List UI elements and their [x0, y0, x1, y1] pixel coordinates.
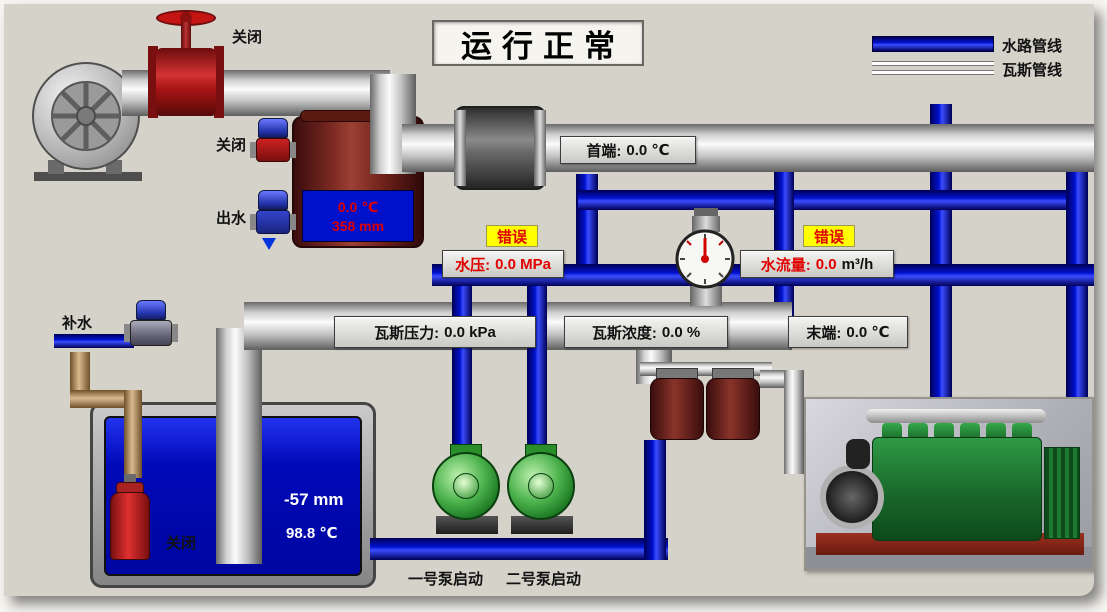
tail-end-readout: 末端: 0.0 ℃: [788, 316, 908, 348]
makeup-valve-flange: [170, 324, 178, 342]
water-pressure-label: 水压:: [455, 256, 491, 274]
seal-tank-display: 0.0 ℃ 358 mm: [302, 190, 414, 242]
water-flow-error-badge: 错误: [803, 225, 855, 247]
gas-concentration-readout: 瓦斯浓度: 0.0 %: [564, 316, 728, 348]
gas-concentration-value: 0.0 %: [661, 323, 701, 341]
reservoir-temperature: 98.8 ℃: [286, 525, 338, 542]
inline-filter: [454, 106, 546, 190]
outlet-valve-actuator-icon[interactable]: [258, 190, 288, 210]
water-flow-readout: 水流量: 0.0 m³/h: [740, 250, 894, 278]
makeup-pipe-drop: [124, 390, 142, 478]
gas-concentration-label: 瓦斯浓度:: [591, 324, 657, 342]
water-flow-value: 0.0: [815, 255, 837, 273]
gas-pipe-to-engine-v: [784, 370, 804, 474]
pump2-start-label[interactable]: 二号泵启动: [506, 571, 582, 588]
makeup-valve-body[interactable]: [130, 320, 172, 346]
pump1-start-label[interactable]: 一号泵启动: [408, 571, 484, 588]
tail-end-label: 末端:: [806, 324, 842, 342]
gate-valve-body[interactable]: [156, 48, 216, 116]
water-flow-unit: m³/h: [841, 255, 874, 273]
gas-pressure-value: 0.0 kPa: [444, 323, 496, 341]
gate-valve-flange: [148, 46, 158, 118]
pump2-inlet-pipe: [527, 286, 547, 460]
water-flow-label: 水流量:: [760, 256, 811, 274]
drainer-cylinder-1: [650, 378, 704, 440]
pump1-hub: [453, 473, 479, 499]
pump1-base: [436, 516, 498, 534]
water-pipe-riser-mid: [774, 172, 794, 318]
reservoir-valve-label: 关闭: [166, 535, 197, 552]
legend-gas-label: 瓦斯管线: [1002, 62, 1063, 79]
pump2-base: [511, 516, 573, 534]
head-end-value: 0.0 ℃: [626, 142, 670, 159]
legend-gas-line: [872, 70, 994, 75]
mid-valve-flange: [250, 142, 258, 158]
blower-fan-icon[interactable]: [32, 62, 140, 170]
outlet-valve-flange: [288, 214, 296, 230]
makeup-water-pipe: [54, 334, 134, 348]
filter-flange: [454, 110, 466, 186]
drainer-cylinder-2: [706, 378, 760, 440]
makeup-valve-label: 补水: [62, 315, 93, 332]
water-pressure-error-badge: 错误: [486, 225, 538, 247]
makeup-valve-actuator-icon[interactable]: [136, 300, 166, 320]
status-banner: 运行正常: [432, 20, 644, 66]
water-pipe-down-right: [930, 286, 952, 406]
pump1-inlet-pipe: [452, 286, 472, 460]
gate-valve-hub: [180, 12, 192, 24]
engine-flywheel: [820, 465, 884, 529]
gauge-stem: [694, 208, 718, 218]
water-drip-icon: [262, 238, 276, 250]
water-pipe-up-to-cylinders: [644, 440, 666, 560]
pressure-gauge-icon: [674, 228, 736, 290]
tail-end-value: 0.0 ℃: [846, 324, 890, 341]
filter-flange: [534, 110, 546, 186]
gate-valve-stem: [181, 22, 191, 52]
gauge-flange: [692, 216, 720, 232]
gas-pressure-readout: 瓦斯压力: 0.0 kPa: [334, 316, 536, 348]
top-valve-label: 关闭: [232, 29, 263, 46]
mid-valve-flange: [288, 142, 296, 158]
outlet-valve-label: 出水: [216, 210, 247, 227]
pump2-hub: [528, 473, 554, 499]
legend-water-swatch: [872, 36, 994, 52]
gate-valve-flange: [214, 46, 224, 118]
legend-gas-swatch: [872, 60, 994, 76]
engine-hose: [846, 439, 870, 469]
water-pipe-riser-far-right: [1066, 172, 1088, 402]
engine-radiator: [1044, 447, 1080, 539]
seal-tank-level: 358 mm: [331, 217, 385, 234]
mid-valve-actuator-icon[interactable]: [258, 118, 288, 138]
head-end-label: 首端:: [586, 142, 622, 160]
legend-gas-line: [872, 61, 994, 66]
hmi-background: 关闭 0.0 ℃ 358 mm 关闭 -57 mm 98.8 ℃: [4, 4, 1094, 596]
fan-blades-icon: [51, 81, 121, 151]
makeup-valve-flange: [124, 324, 132, 342]
engine-exhaust-pipe: [866, 409, 1046, 423]
mid-valve-body[interactable]: [256, 138, 290, 162]
blower-base: [34, 172, 142, 181]
gas-engine-photo: [804, 397, 1094, 571]
head-end-readout: 首端: 0.0 ℃: [560, 136, 696, 164]
outlet-valve-flange: [250, 214, 258, 230]
water-pressure-value: 0.0 MPa: [495, 255, 551, 273]
gas-pipe-left-riser: [216, 328, 262, 564]
gas-pressure-label: 瓦斯压力:: [374, 324, 440, 342]
water-pipe-bottom: [370, 538, 668, 560]
gauge-body: [690, 286, 722, 306]
sump-pump[interactable]: [110, 492, 150, 560]
engine-block: [872, 437, 1042, 541]
mid-valve-label: 关闭: [216, 137, 247, 154]
reservoir-level: -57 mm: [284, 490, 344, 509]
water-pipe-upper: [578, 190, 1088, 210]
legend-water-label: 水路管线: [1002, 38, 1063, 55]
water-pressure-readout: 水压: 0.0 MPa: [442, 250, 564, 278]
seal-tank-temperature: 0.0 ℃: [337, 198, 379, 215]
outlet-valve-body[interactable]: [256, 210, 290, 234]
